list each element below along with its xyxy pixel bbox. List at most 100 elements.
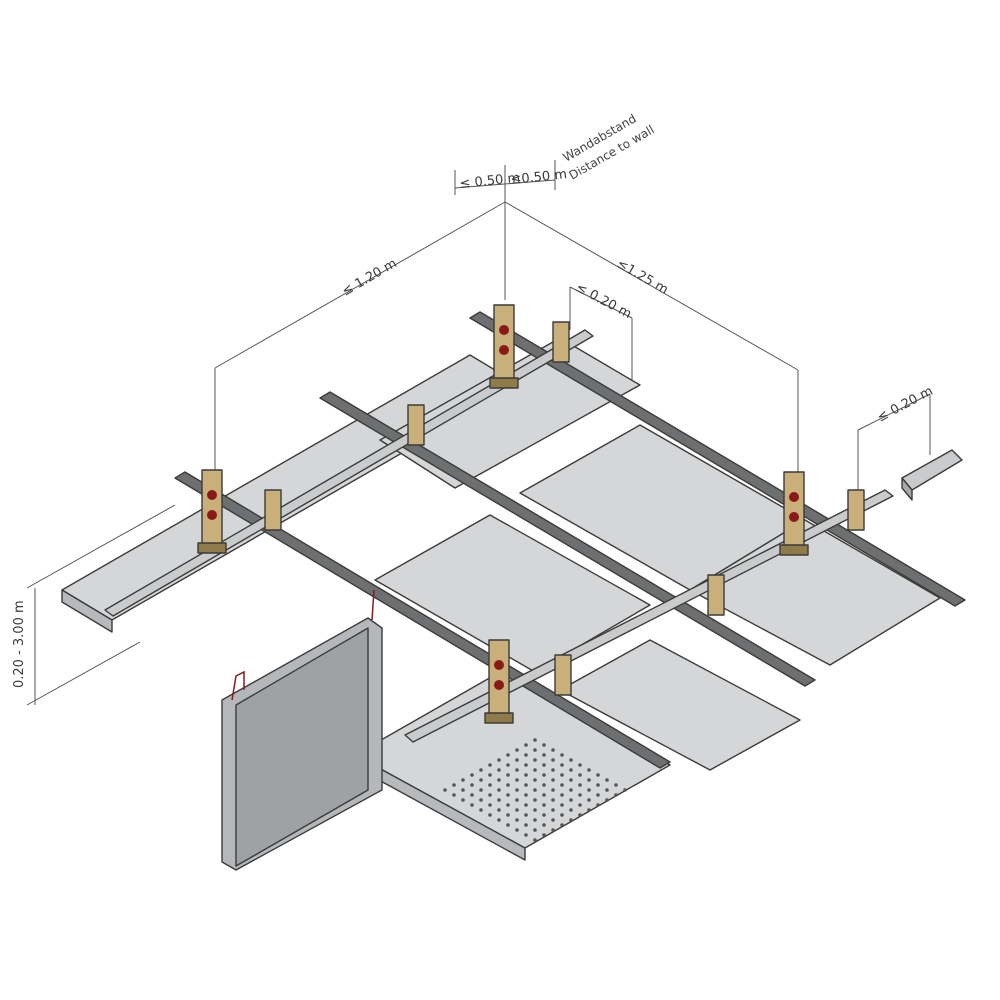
- perforation-dot: [560, 803, 564, 807]
- perforation-dot: [515, 748, 519, 752]
- perforation-dot: [524, 763, 528, 767]
- perforation-dot: [560, 813, 564, 817]
- panel-middle: [374, 514, 651, 673]
- rail-clip: [847, 489, 865, 531]
- bracket-rear: [489, 304, 519, 389]
- rail-end-piece: [901, 449, 963, 501]
- perforation-dot: [488, 773, 492, 777]
- perforation-dot: [488, 793, 492, 797]
- bolt-icon: [207, 490, 217, 500]
- perforation-dot: [524, 753, 528, 757]
- perforation-dot: [542, 833, 546, 837]
- perforation-dot: [461, 798, 465, 802]
- perforation-dot: [569, 818, 573, 822]
- perforation-dot: [515, 778, 519, 782]
- perforation-dot: [452, 783, 456, 787]
- perforation-dot: [560, 823, 564, 827]
- bolt-icon: [499, 345, 509, 355]
- perforation-dot: [524, 813, 528, 817]
- bracket-front: [484, 639, 514, 724]
- perforation-dot: [569, 798, 573, 802]
- perforation-dot: [479, 788, 483, 792]
- suspension-height-label: 0.20 - 3.00 m: [12, 600, 27, 688]
- perforation-dot: [515, 818, 519, 822]
- perforation-dot: [524, 823, 528, 827]
- rail-clip: [407, 404, 425, 446]
- perforation-dot: [506, 803, 510, 807]
- perforation-dot: [587, 798, 591, 802]
- perforation-dot: [470, 793, 474, 797]
- perforation-dot: [515, 768, 519, 772]
- perforation-dot: [524, 743, 528, 747]
- carrier-rails: [174, 311, 966, 769]
- perforation-dot: [488, 803, 492, 807]
- edge-offset-label: ≤ 0.20 m: [573, 280, 634, 322]
- perforation-dot: [596, 803, 600, 807]
- bolt-icon: [207, 510, 217, 520]
- perforation-dot: [506, 793, 510, 797]
- perforation-dot: [605, 798, 609, 802]
- span-long-label: ≤ 1.20 m: [340, 256, 400, 299]
- perforation-dot: [560, 783, 564, 787]
- wall-distance-right-label: ≤0.50 m: [510, 167, 568, 188]
- perforation-dot: [506, 753, 510, 757]
- perforation-dot: [551, 788, 555, 792]
- perforation-dot: [551, 818, 555, 822]
- rail-clip: [264, 489, 282, 531]
- perforation-dot: [542, 823, 546, 827]
- perforation-dot: [533, 818, 537, 822]
- perforation-dot: [461, 778, 465, 782]
- perforation-dot: [506, 773, 510, 777]
- perforation-dot: [470, 803, 474, 807]
- perforation-dot: [461, 788, 465, 792]
- perforation-dot: [533, 798, 537, 802]
- perforation-dot: [542, 793, 546, 797]
- perforation-dot: [515, 808, 519, 812]
- suspension-brackets: [197, 304, 865, 724]
- perforation-dot: [623, 788, 627, 792]
- perforation-dot: [578, 803, 582, 807]
- perforation-dot: [533, 838, 537, 842]
- perforation-dot: [497, 798, 501, 802]
- hook-wire: [371, 589, 375, 621]
- span-cross-label: ≤1.25 m: [614, 256, 671, 297]
- perforation-dot: [524, 783, 528, 787]
- perforation-dot: [542, 753, 546, 757]
- perforation-dot: [488, 763, 492, 767]
- bolt-icon: [789, 512, 799, 522]
- perforation-dot: [533, 738, 537, 742]
- perforation-dot: [542, 773, 546, 777]
- hinged-panel: [221, 589, 383, 871]
- perforation-dot: [596, 773, 600, 777]
- perforation-dot: [605, 788, 609, 792]
- perforation-dot: [551, 748, 555, 752]
- bolt-icon: [789, 492, 799, 502]
- perforation-dot: [488, 783, 492, 787]
- perforation-dot: [506, 823, 510, 827]
- perforation-dot: [605, 778, 609, 782]
- perforation-dot: [524, 833, 528, 837]
- perforation-dot: [542, 813, 546, 817]
- perforation-dot: [470, 783, 474, 787]
- perforation-dot: [524, 773, 528, 777]
- perforation-dot: [542, 783, 546, 787]
- bolt-icon: [494, 660, 504, 670]
- panel-front-right: [559, 639, 801, 771]
- perforation-dot: [569, 788, 573, 792]
- perforation-dot: [551, 798, 555, 802]
- perforation-dot: [443, 788, 447, 792]
- edge-offset-right-label: ≤ 0.20 m: [875, 384, 936, 426]
- perforation-dot: [506, 783, 510, 787]
- perforation-dot: [524, 793, 528, 797]
- perforation-dot: [533, 828, 537, 832]
- perforation-dot: [497, 818, 501, 822]
- perforation-dot: [596, 783, 600, 787]
- perforation-dot: [515, 788, 519, 792]
- wall-distance-left-label: ≤ 0.50 m: [459, 171, 521, 192]
- rail-clip: [707, 574, 725, 616]
- carrier-rail-middle: [319, 391, 816, 687]
- perforation-dot: [479, 778, 483, 782]
- perforation-dot: [551, 808, 555, 812]
- perforation-dot: [497, 778, 501, 782]
